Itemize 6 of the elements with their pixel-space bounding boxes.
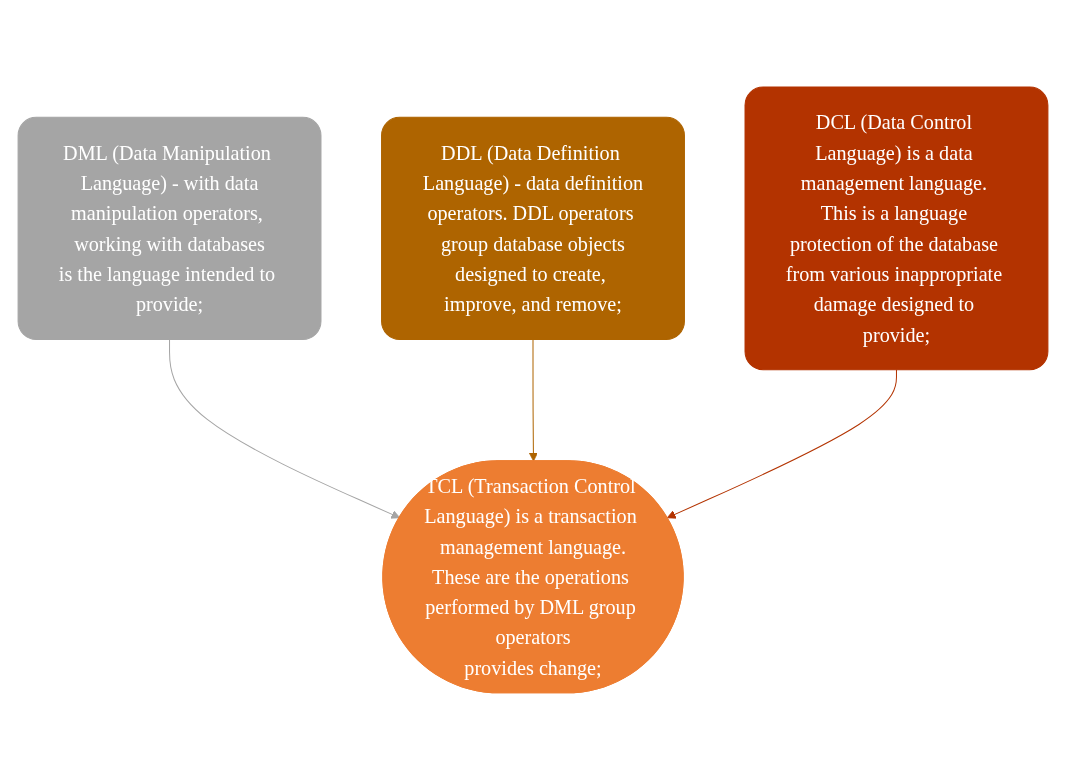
node-box: DCL (Data Control Language) is a data management language. This is a language protection of the database from various inappropriate damage designed to provide;: [744, 86, 1049, 371]
arrow: [169, 339, 401, 519]
arrow: [666, 369, 897, 519]
arrow: [528, 339, 538, 462]
node-box: DML (Data Manipulation Language) - with data manipulation operators, working with databases is the language intended to provide;: [17, 116, 322, 341]
node-box: DDL (Data Definition Language) - data definition operators. DDL operators group database objects designed to create, improve, and remove;: [381, 116, 685, 341]
